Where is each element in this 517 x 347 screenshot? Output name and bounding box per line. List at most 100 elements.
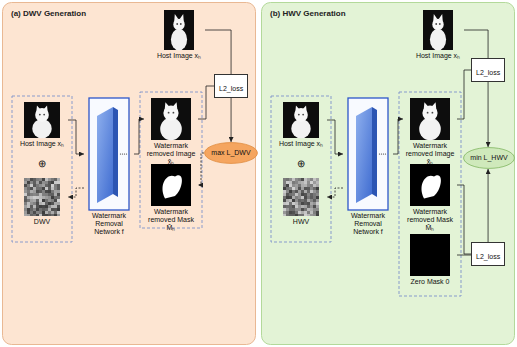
noise-ground	[24, 178, 60, 216]
noise-cell	[286, 184, 289, 187]
node-label: Watermark removed Mask M̂ₕ	[403, 208, 457, 232]
noise-cell	[42, 181, 45, 184]
noise-cell	[39, 202, 42, 205]
noise-cell	[24, 202, 27, 205]
noise-cell	[27, 184, 30, 187]
noise-cell	[310, 214, 313, 216]
watermark-vector: DWV	[16, 178, 68, 226]
noise-cell	[57, 202, 60, 205]
noise-cell	[42, 211, 45, 214]
dwv-panel: (a) DWV GenerationHost Image xₕL2_lossHo…	[2, 2, 256, 345]
operator-symbol: ⊕	[38, 159, 46, 169]
noise-cell	[27, 190, 30, 193]
noise-cell	[298, 178, 301, 181]
noise-cell	[30, 178, 33, 181]
noise-cell	[313, 208, 316, 211]
noise-cell	[30, 199, 33, 202]
noise-cell	[36, 187, 39, 190]
noise-cell	[301, 193, 304, 196]
noise-cell	[54, 202, 57, 205]
noise-cell	[301, 202, 304, 205]
cat-eye	[173, 112, 175, 114]
noise-cell	[54, 208, 57, 211]
dashed-group	[12, 96, 72, 242]
noise-cell	[286, 211, 289, 214]
cat-eye	[298, 114, 300, 116]
noise-cell	[42, 178, 45, 181]
noise-cell	[24, 178, 27, 181]
noise-cell	[292, 196, 295, 199]
cat-ears	[433, 14, 443, 22]
noise-cell	[310, 199, 313, 202]
flow-connector	[231, 98, 232, 142]
noise-cell	[295, 181, 298, 184]
noise-cell	[48, 193, 51, 196]
cat-picture	[151, 98, 191, 140]
cat-eye	[180, 23, 182, 25]
noise-cell	[45, 196, 48, 199]
noise-cell	[54, 181, 57, 184]
noise-cell	[289, 181, 292, 184]
noise-cell	[54, 199, 57, 202]
noise-picture	[283, 178, 319, 216]
noise-cell	[48, 205, 51, 208]
noise-cell	[30, 193, 33, 196]
noise-cell	[283, 199, 286, 202]
zero-mask: Zero Mask 0	[403, 234, 457, 286]
noise-cell	[298, 187, 301, 190]
noise-cell	[292, 202, 295, 205]
node-label: L2_loss	[476, 253, 500, 261]
noise-cell	[316, 199, 319, 202]
photo-ground	[423, 10, 453, 50]
noise-cell	[298, 184, 301, 187]
cat-picture	[283, 102, 319, 138]
noise-cell	[304, 187, 307, 190]
noise-cell	[313, 184, 316, 187]
noise-cell	[51, 196, 54, 199]
noise-cell	[39, 205, 42, 208]
noise-cell	[292, 193, 295, 196]
noise-cell	[289, 190, 292, 193]
cat-ears	[174, 14, 184, 22]
noise-cell	[298, 211, 301, 214]
noise-cell	[295, 178, 298, 181]
noise-cell	[54, 196, 57, 199]
noise-cell	[36, 211, 39, 214]
noise-cell	[307, 211, 310, 214]
noise-cell	[292, 199, 295, 202]
noise-cell	[301, 199, 304, 202]
host-image: Host Image xₕ	[16, 102, 68, 148]
network-dot	[383, 153, 384, 154]
noise-cell	[27, 196, 30, 199]
output-mask: Watermark removed Mask M̂ₕ	[403, 164, 457, 232]
noise-cell	[307, 184, 310, 187]
noise-cell	[292, 184, 295, 187]
noise-cell	[54, 211, 57, 214]
noise-cell	[304, 205, 307, 208]
cat-eye	[432, 112, 434, 114]
noise-cell	[57, 199, 60, 202]
noise-cell	[286, 187, 289, 190]
noise-cell	[30, 205, 33, 208]
flow-connector	[457, 255, 471, 256]
panel-background	[3, 3, 256, 345]
photo-ground	[410, 98, 450, 140]
noise-cell	[295, 199, 298, 202]
noise-cell	[295, 193, 298, 196]
noise-cell	[310, 202, 313, 205]
cat-body	[171, 29, 187, 51]
noise-cell	[30, 208, 33, 211]
noise-cell	[27, 211, 30, 214]
noise-cell	[48, 214, 51, 216]
node-label: L2_loss	[476, 69, 500, 77]
noise-cell	[45, 184, 48, 187]
node-label: Host Image xₕ	[275, 140, 327, 148]
noise-cell	[33, 208, 36, 211]
noise-cell	[48, 187, 51, 190]
noise-cell	[316, 187, 319, 190]
flow-connector	[134, 119, 144, 154]
cat-ears	[36, 106, 48, 113]
noise-cell	[289, 184, 292, 187]
noise-cell	[48, 208, 51, 211]
cat-ears	[295, 106, 307, 113]
